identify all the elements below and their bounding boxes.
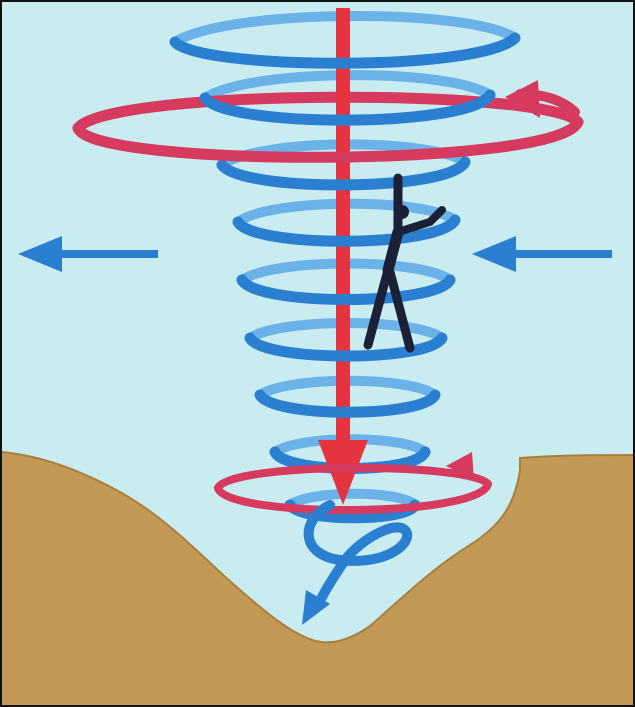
rip-current-vortex-diagram: [0, 0, 635, 707]
